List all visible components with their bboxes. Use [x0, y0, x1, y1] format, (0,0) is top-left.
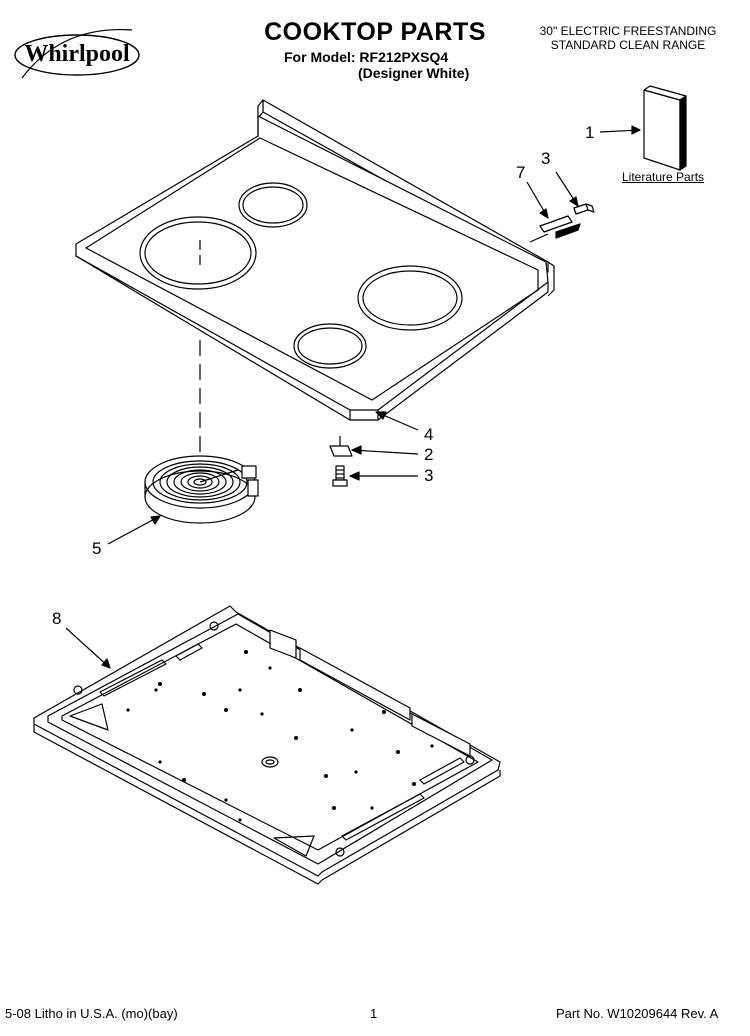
- surface-element: [144, 455, 259, 524]
- leader-lines: [65, 125, 641, 669]
- mounting-clip: [329, 436, 353, 457]
- callout-7: 7: [516, 163, 526, 182]
- callout-2: 2: [424, 445, 434, 464]
- page-title: COOKTOP PARTS: [264, 18, 486, 46]
- bracket-screw: [573, 203, 595, 215]
- callout-4: 4: [424, 425, 434, 444]
- literature-booklet: [643, 85, 687, 171]
- callout-3-upper: 3: [541, 149, 551, 168]
- burner-small-right: [293, 323, 367, 369]
- range-description: 30" ELECTRIC FREESTANDING STANDARD CLEAN…: [520, 24, 736, 52]
- part-number: Part No. W10209644 Rev. A: [556, 1006, 719, 1021]
- model-color: (Designer White): [358, 65, 470, 81]
- page-number: 1: [370, 1006, 378, 1021]
- burner-large-right: [357, 265, 463, 331]
- model-number: For Model: RF212PXSQ4: [284, 49, 449, 65]
- burner-large-left: [139, 216, 257, 290]
- callout-8: 8: [52, 609, 62, 628]
- burner-small-left: [238, 182, 308, 228]
- clip-screw: [332, 465, 348, 487]
- frame-fastener-holes: [126, 650, 434, 822]
- side-bracket: [529, 215, 581, 243]
- range-type: 30" ELECTRIC FREESTANDING: [539, 24, 717, 38]
- svg-text:Whirlpool: Whirlpool: [24, 41, 130, 67]
- litho-note: 5-08 Litho in U.S.A. (mo)(bay): [5, 1006, 178, 1021]
- burner-box-frame: [33, 605, 501, 885]
- callout-1: 1: [585, 123, 595, 142]
- cooktop-glass: [75, 99, 555, 421]
- literature-parts-label: Literature Parts: [622, 170, 705, 184]
- callout-3-lower: 3: [424, 466, 434, 485]
- range-clean-type: STANDARD CLEAN RANGE: [550, 38, 706, 52]
- callout-5: 5: [92, 539, 102, 558]
- whirlpool-logo: Whirlpool: [14, 28, 140, 79]
